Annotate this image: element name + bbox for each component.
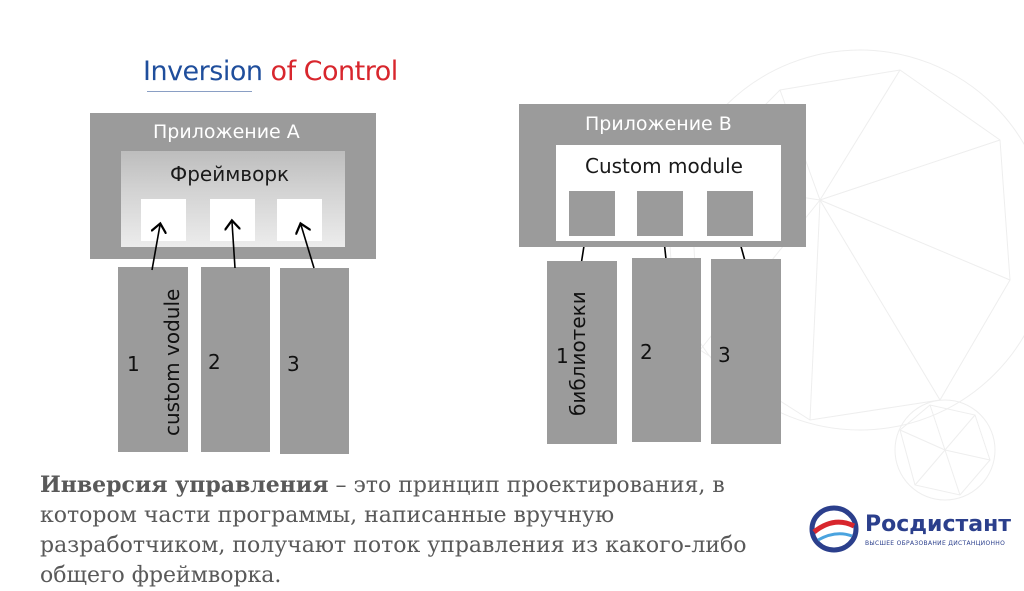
framework-label: Фреймворк xyxy=(170,162,290,186)
module-column-2 xyxy=(201,267,270,452)
module-slot-1 xyxy=(569,191,615,236)
arrow-a-1 xyxy=(152,225,160,271)
definition-paragraph: Инверсия управления – это принцип проект… xyxy=(40,470,760,591)
rosdistant-logo-icon xyxy=(809,505,859,553)
logo-name: Росдистант xyxy=(865,512,1012,537)
column-b-number-3: 3 xyxy=(718,343,731,367)
libraries-vertical-label: библиотеки xyxy=(566,291,590,416)
column-b-number-2: 2 xyxy=(640,340,653,364)
module-slot-2 xyxy=(637,191,683,236)
title-part-of-control: of Control xyxy=(262,56,399,87)
app-a-label: Приложение A xyxy=(153,121,300,143)
library-column-2 xyxy=(632,258,701,442)
library-column-1 xyxy=(547,261,617,444)
column-a-number-3: 3 xyxy=(287,352,300,376)
definition-term: Инверсия управления xyxy=(40,472,329,498)
arrow-a-2 xyxy=(232,222,235,269)
column-a-number-1: 1 xyxy=(127,352,140,376)
column-b-number-1: 1 xyxy=(556,344,569,368)
geodesic-background xyxy=(669,49,1024,501)
logo-tagline: ВЫСШЕЕ ОБРАЗОВАНИЕ ДИСТАНЦИОННО xyxy=(865,540,1006,547)
module-column-3 xyxy=(280,268,349,454)
app-b-label: Приложение B xyxy=(585,113,732,135)
module-slot-3 xyxy=(707,191,753,236)
column-a-number-2: 2 xyxy=(208,350,221,374)
title-part-inversion: Inversion xyxy=(143,56,263,87)
arrow-a-3 xyxy=(301,225,315,269)
title-underline xyxy=(147,91,252,92)
library-column-3 xyxy=(711,259,781,444)
custom-module-label: Custom module xyxy=(585,154,743,178)
module-column-1 xyxy=(118,267,188,452)
page-title: Inversion of Control xyxy=(143,56,398,87)
